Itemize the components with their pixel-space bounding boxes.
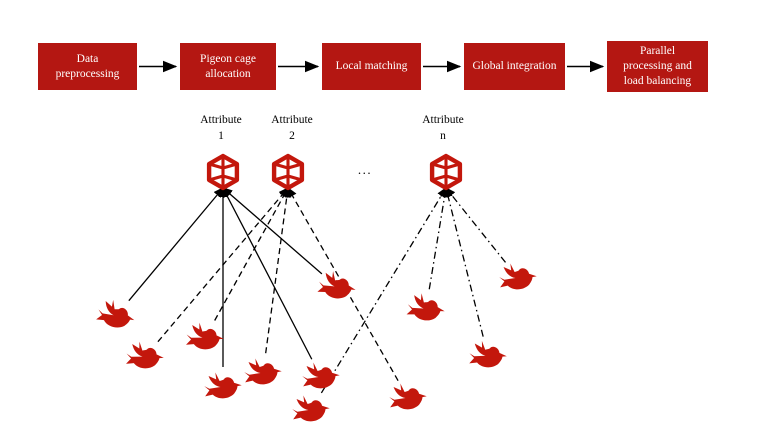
cage-attribute-2-icon [274,156,302,188]
allocation-line-dashed [265,186,292,354]
pigeon-icon-12 [499,263,537,290]
allocation-lines [128,186,507,394]
flow-step-label: Data preprocessing [55,52,120,80]
flow-step-label: Global integration [472,60,557,73]
pigeon-icon-10 [405,290,448,325]
flow-step-local-matching: Local matching [322,43,421,90]
flow-step-label: Local matching [335,60,408,73]
pigeon-icon-6 [302,362,340,389]
pigeon-icon-11 [468,339,509,370]
ellipsis-label: ... [357,162,373,177]
pigeon-icon-1 [94,296,139,333]
cage-icons [209,156,460,188]
allocation-line-dashed [214,186,289,321]
allocation-line-solid [222,187,323,275]
allocation-line-dashdot [428,186,450,290]
allocation-line-dashed [157,187,289,343]
flow-step-pigeon-cage-allocation: Pigeon cage allocation [180,43,276,90]
pigeon-icon-3 [184,321,226,352]
flow-step-label: Parallel processing and load balancing [623,45,692,87]
cage-attribute-1-icon [209,156,237,188]
pigeon-icon-9 [389,383,427,410]
flow-step-global-integration: Global integration [464,43,565,90]
allocation-line-solid [128,187,224,302]
allocation-line-dashdot [320,186,447,394]
allocation-line-dashdot [445,186,507,263]
pigeon-icon-2 [124,340,166,371]
flow-step-data-preprocessing: Data preprocessing [38,43,137,90]
attribute-n-label: Attribute n [422,114,464,143]
flow-step-parallel-processing: Parallel processing and load balancing [607,41,708,92]
cage-attribute-n-icon [432,156,460,188]
pigeon-icon-7 [292,395,330,422]
allocation-line-dashdot [443,186,484,337]
pigeon-icon-5 [244,358,282,385]
pigeon-icon-4 [204,372,242,399]
flow-step-label: Pigeon cage allocation [200,52,256,80]
attribute-1-label: Attribute 1 [200,114,242,143]
allocation-line-solid [222,186,313,360]
attribute-2-label: Attribute 2 [271,114,313,143]
